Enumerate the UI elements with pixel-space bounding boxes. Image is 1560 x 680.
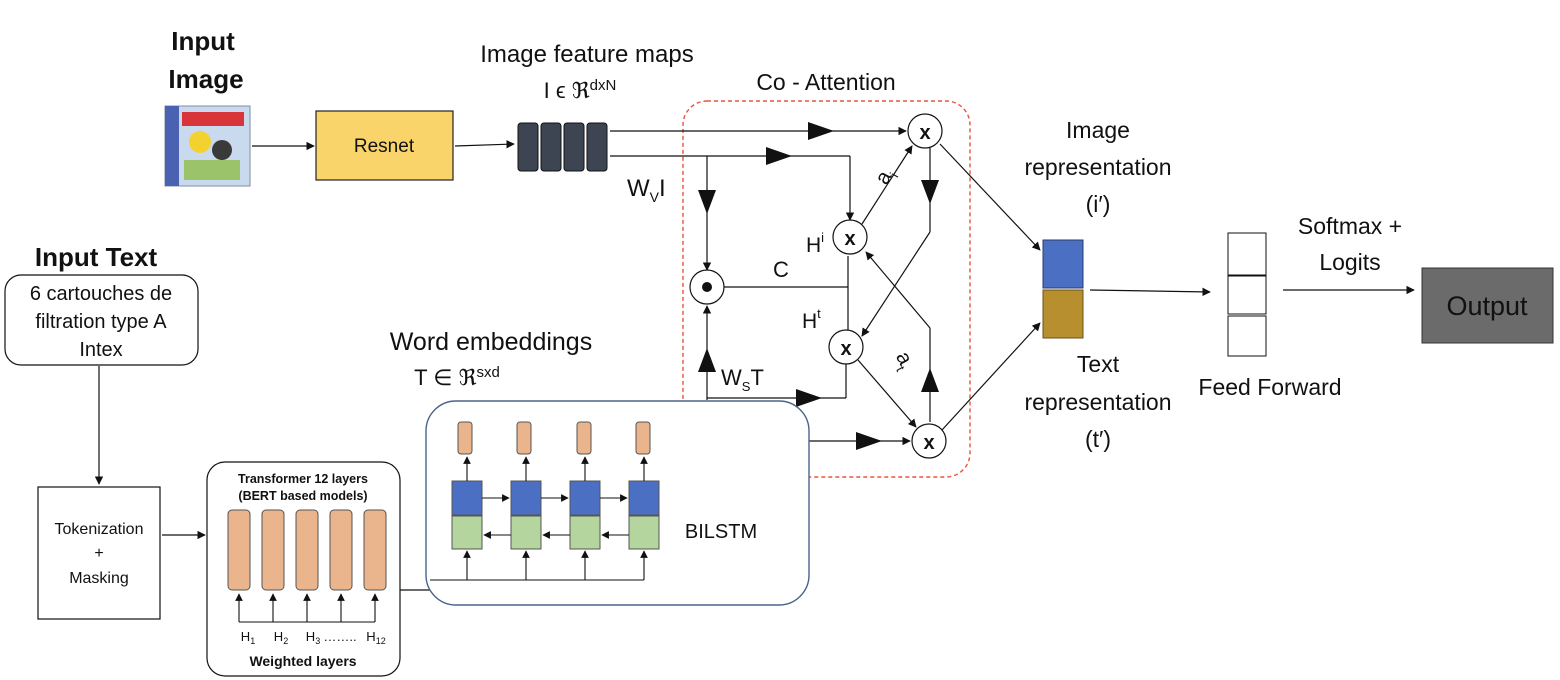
- x-image-node: [907, 113, 943, 149]
- arrow-ai: [861, 145, 913, 225]
- arrow-resnet-to-features: [454, 140, 515, 149]
- input-text-box: [4, 274, 199, 366]
- co-attention-region: [682, 100, 971, 478]
- ai-label: ai: [871, 164, 902, 190]
- feature-maps-title: Image feature maps: [480, 41, 693, 68]
- image-representation-line2: representation: [1024, 154, 1171, 180]
- h-ellipsis: ……..: [323, 629, 356, 644]
- h2-label: H2: [274, 629, 288, 646]
- input-image-thumbnail: [164, 105, 251, 187]
- output-label: Output: [1446, 291, 1528, 321]
- feed-forward-label: Feed Forward: [1198, 374, 1341, 400]
- ffn-unit-1: [1227, 232, 1267, 276]
- wst-label: WST: [721, 365, 764, 394]
- transformer-layers: [227, 509, 387, 591]
- x-image-node-symbol: x: [919, 122, 930, 144]
- feature-map-blocks: [517, 122, 608, 172]
- bilstm-cells: [451, 421, 660, 550]
- input-image-title-line1: Input: [171, 26, 235, 56]
- output-box: [1421, 267, 1554, 344]
- softmax-label-line1: Softmax +: [1298, 213, 1402, 239]
- wvi-label: WVI: [627, 175, 666, 205]
- at-label: at: [888, 348, 919, 375]
- weighted-layers-label: Weighted layers: [249, 653, 356, 669]
- input-text-line1: 6 cartouches de: [30, 283, 172, 305]
- h3-label: H3: [306, 629, 320, 646]
- image-representation-block: [1042, 239, 1084, 289]
- ffn-unit-2: [1227, 275, 1267, 315]
- tokenization-box: [37, 486, 161, 620]
- hi-node-symbol: x: [844, 228, 855, 250]
- tokenization-line3: Masking: [69, 570, 129, 587]
- bilstm-box: [425, 400, 810, 606]
- feature-maps-formula: I ϵ ℜdxN: [544, 77, 617, 103]
- input-text-line3: Intex: [79, 339, 122, 361]
- word-embeddings-title: Word embeddings: [390, 328, 592, 356]
- co-attention-label: Co - Attention: [756, 69, 895, 95]
- input-image-title-line2: Image: [168, 64, 243, 94]
- resnet-label: Resnet: [354, 136, 415, 157]
- h12-label: H12: [366, 629, 385, 646]
- input-text-title: Input Text: [35, 242, 158, 272]
- h1-label: H1: [241, 629, 255, 646]
- hi-label: Hi: [806, 230, 824, 257]
- text-representation-block: [1042, 289, 1084, 339]
- ht-node-symbol: x: [840, 338, 851, 360]
- tokenization-line2: +: [94, 545, 103, 562]
- text-representation-line1: Text: [1077, 351, 1120, 377]
- tokenization-line1: Tokenization: [55, 521, 144, 538]
- x-text-node: [911, 423, 947, 459]
- feature-maps-formula-sup: dxN: [590, 77, 617, 94]
- input-text-line2: filtration type A: [35, 311, 167, 333]
- c-label: C: [773, 257, 789, 282]
- softmax-label-line2: Logits: [1319, 249, 1380, 275]
- x-text-node-symbol: x: [923, 432, 934, 454]
- transformer-title: Transformer 12 layers: [238, 472, 368, 486]
- word-embeddings-formula: T ∈ ℜsxd: [414, 364, 500, 390]
- arrow-at: [857, 359, 917, 428]
- image-representation-symbol: (i′): [1086, 191, 1111, 217]
- feature-maps-formula-main: I ϵ ℜ: [544, 78, 590, 103]
- text-representation-line2: representation: [1024, 389, 1171, 415]
- resnet-box: [315, 110, 454, 181]
- hi-node: [832, 219, 868, 255]
- image-representation-line1: Image: [1066, 117, 1130, 143]
- ht-label: Ht: [802, 306, 821, 333]
- bilstm-label: BILSTM: [685, 521, 757, 543]
- ffn-unit-3: [1227, 315, 1267, 357]
- text-representation-symbol: (t′): [1085, 426, 1111, 452]
- transformer-subtitle: (BERT based models): [238, 489, 367, 503]
